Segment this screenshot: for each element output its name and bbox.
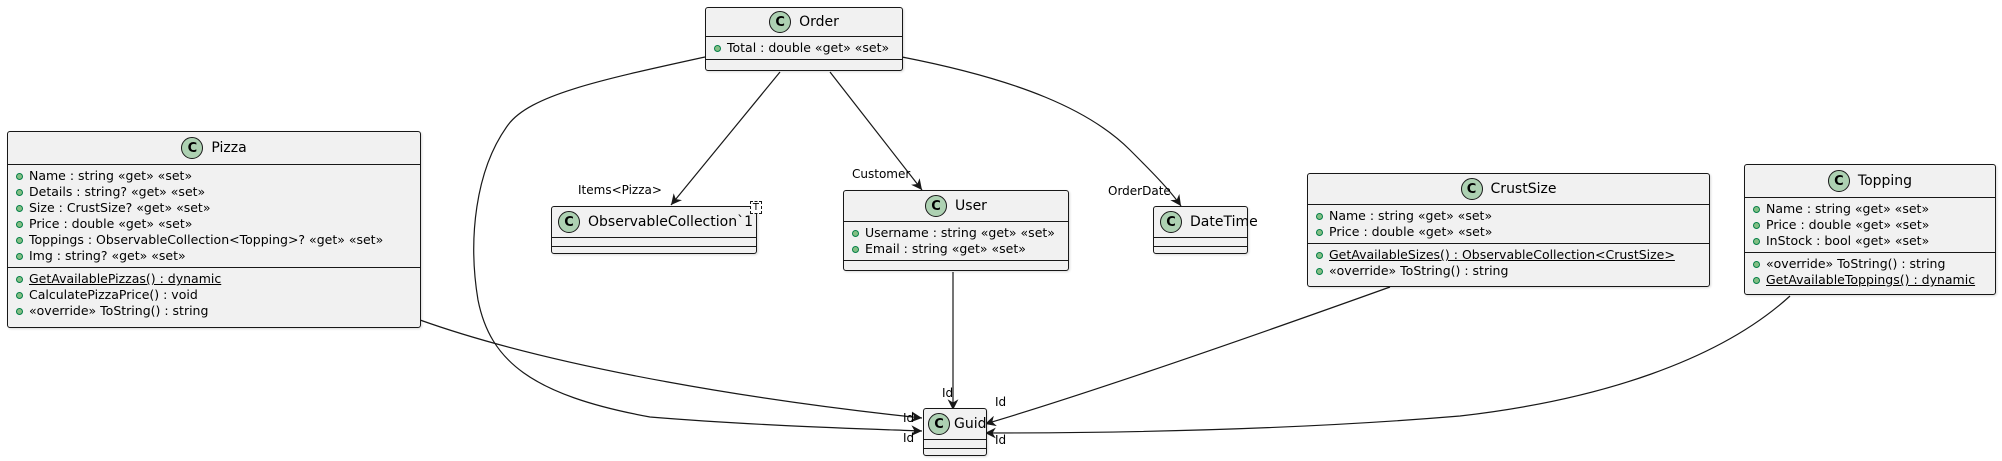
class-topping[interactable]: C Topping Name : string «get» «set» Price… <box>1744 164 1996 295</box>
static-method: GetAvailableToppings() : dynamic <box>1766 272 1976 287</box>
fields-section <box>1154 237 1247 246</box>
field: Img : string? «get» «set» <box>29 248 186 263</box>
fields-section: Name : string «get» «set» Details : stri… <box>8 164 420 267</box>
public-visibility-icon <box>16 307 23 315</box>
field: Size : CrustSize? «get» «set» <box>29 200 211 215</box>
class-icon: C <box>558 211 580 233</box>
fields-section: Name : string «get» «set» Price : double… <box>1745 197 1995 252</box>
public-visibility-icon <box>16 236 23 244</box>
public-visibility-icon <box>1753 205 1760 213</box>
public-visibility-icon <box>1316 267 1323 275</box>
public-visibility-icon <box>16 188 23 196</box>
edge-order-items <box>670 71 781 206</box>
edge-order-orderdate <box>901 56 1182 207</box>
field: Price : double «get» «set» <box>29 216 193 231</box>
public-visibility-icon <box>16 220 23 228</box>
field: Price : double «get» «set» <box>1766 217 1930 232</box>
class-icon: C <box>928 413 950 435</box>
public-visibility-icon <box>1753 237 1760 245</box>
public-visibility-icon <box>1753 276 1760 284</box>
public-visibility-icon <box>16 252 23 260</box>
edge-order-id <box>473 56 923 436</box>
field: Name : string «get» «set» <box>29 168 193 183</box>
public-visibility-icon <box>714 44 721 52</box>
class-name: Order <box>799 14 839 30</box>
methods-section <box>1154 246 1247 255</box>
edge-topping-id <box>984 295 1791 439</box>
method: CalculatePizzaPrice() : void <box>29 287 198 302</box>
field: InStock : bool «get» «set» <box>1766 233 1930 248</box>
public-visibility-icon <box>1316 251 1323 259</box>
edge-label-topping-id: Id <box>995 433 1007 447</box>
class-icon: C <box>925 195 948 217</box>
class-name: CrustSize <box>1490 181 1557 197</box>
class-user[interactable]: C User Username : string «get» «set» Emai… <box>843 190 1069 271</box>
field: Username : string «get» «set» <box>865 225 1055 240</box>
public-visibility-icon <box>1753 221 1760 229</box>
public-visibility-icon <box>852 229 859 237</box>
class-icon: C <box>769 11 792 33</box>
class-icon: C <box>1827 170 1850 192</box>
methods-section <box>706 59 902 68</box>
field: Toppings : ObservableCollection<Topping>… <box>29 232 384 247</box>
public-visibility-icon <box>852 245 859 253</box>
methods-section <box>844 260 1068 269</box>
methods-section <box>924 448 986 457</box>
class-name: Topping <box>1857 173 1913 189</box>
methods-section <box>552 246 756 255</box>
class-name: Pizza <box>211 140 247 156</box>
static-method: GetAvailablePizzas() : dynamic <box>29 271 222 286</box>
class-icon: C <box>1460 178 1483 200</box>
field: Price : double «get» «set» <box>1329 224 1493 239</box>
method: «override» ToString() : string <box>29 303 209 318</box>
edge-label-orderdate: OrderDate <box>1108 184 1171 198</box>
edge-label-user-id: Id <box>942 386 954 400</box>
class-name: ObservableCollection`1 <box>588 214 753 230</box>
edge-crustsize-id <box>984 286 1391 427</box>
fields-section <box>924 439 986 448</box>
methods-section: «override» ToString() : string GetAvaila… <box>1745 252 1995 291</box>
class-datetime[interactable]: C DateTime <box>1153 206 1258 255</box>
field: Email : string «get» «set» <box>865 241 1026 256</box>
class-order[interactable]: C Order Total : double «get» «set» <box>705 7 903 71</box>
field: Name : string «get» «set» <box>1766 201 1930 216</box>
method: «override» ToString() : string <box>1329 263 1509 278</box>
type-parameter: T <box>749 201 762 214</box>
public-visibility-icon <box>16 204 23 212</box>
class-name: DateTime <box>1190 214 1258 230</box>
edge-order-customer <box>829 71 923 191</box>
class-name: Guid <box>954 416 987 432</box>
public-visibility-icon <box>1753 260 1760 268</box>
edge-label-pizza-id: Id <box>903 411 915 425</box>
edge-pizza-id <box>419 319 923 423</box>
edge-label-items: Items<Pizza> <box>578 183 662 197</box>
class-observablecollection[interactable]: C ObservableCollection`1 T <box>551 201 762 255</box>
edge-label-customer: Customer <box>852 167 911 181</box>
class-pizza[interactable]: C Pizza Name : string «get» «set» Details… <box>7 131 421 328</box>
fields-section: Total : double «get» «set» <box>706 36 902 59</box>
public-visibility-icon <box>16 291 23 299</box>
class-name: User <box>955 198 987 214</box>
fields-section: Name : string «get» «set» Price : double… <box>1308 204 1709 243</box>
class-crustsize[interactable]: C CrustSize Name : string «get» «set» Pri… <box>1307 173 1710 287</box>
edge-label-order-id: Id <box>903 431 915 445</box>
public-visibility-icon <box>1316 212 1323 220</box>
class-icon: C <box>1160 211 1182 233</box>
edge-label-crustsize-id: Id <box>995 395 1007 409</box>
class-icon: C <box>181 137 204 159</box>
public-visibility-icon <box>1316 228 1323 236</box>
field: Total : double «get» «set» <box>727 40 890 55</box>
static-method: GetAvailableSizes() : ObservableCollecti… <box>1329 247 1675 262</box>
method: «override» ToString() : string <box>1766 256 1946 271</box>
field: Name : string «get» «set» <box>1329 208 1493 223</box>
methods-section: GetAvailablePizzas() : dynamic Calculate… <box>8 267 420 322</box>
fields-section <box>552 237 756 246</box>
public-visibility-icon <box>16 172 23 180</box>
methods-section: GetAvailableSizes() : ObservableCollecti… <box>1308 243 1709 282</box>
public-visibility-icon <box>16 275 23 283</box>
field: Details : string? «get» «set» <box>29 184 206 199</box>
fields-section: Username : string «get» «set» Email : st… <box>844 221 1068 260</box>
